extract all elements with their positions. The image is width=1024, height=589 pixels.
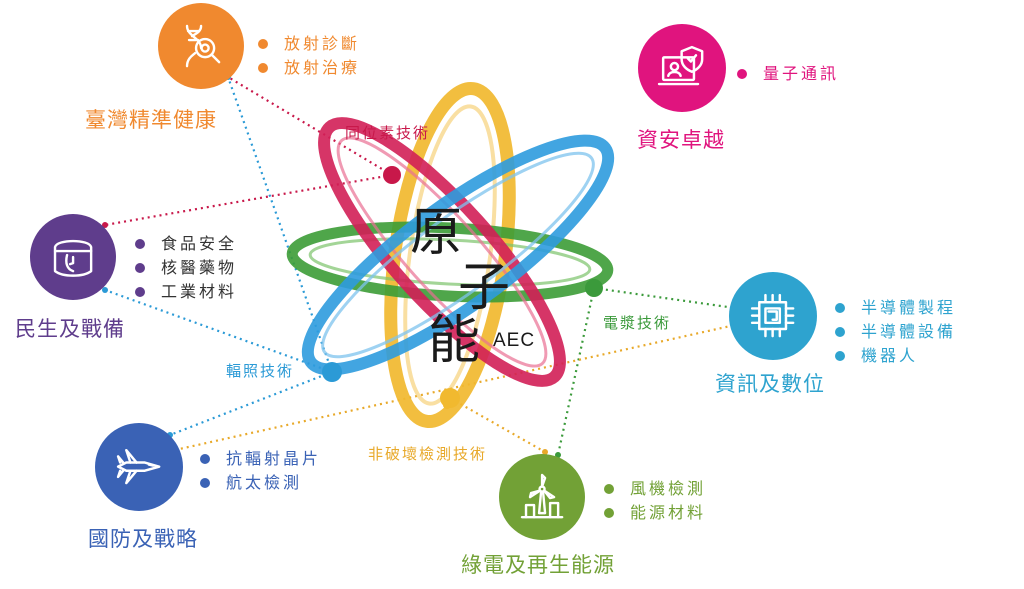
endpoint-dot	[542, 449, 548, 455]
list-item: 半導體設備	[835, 320, 956, 344]
bullet-dot	[604, 484, 614, 494]
item-label: 放射診斷	[284, 34, 361, 53]
domain-circle-health	[158, 3, 244, 89]
orbit-green	[286, 221, 614, 303]
orbit-yellow-inner	[403, 104, 497, 406]
wind-turbine-icon	[520, 473, 564, 519]
list-item: 航太檢測	[200, 471, 321, 495]
link-plasma-green	[556, 287, 596, 456]
face-shield-icon	[53, 239, 93, 277]
endpoint-dot	[102, 287, 108, 293]
list-item: 食品安全	[135, 232, 237, 256]
bullet-dot	[604, 508, 614, 518]
chip-icon	[751, 294, 795, 338]
link-isotope-health	[227, 76, 393, 176]
item-label: 核醫藥物	[161, 258, 238, 277]
domain-items-livelihood: 食品安全 核醫藥物 工業材料	[135, 232, 237, 304]
dna-magnifier-icon	[185, 24, 221, 68]
orbit-blue-inner	[321, 151, 595, 359]
domain-title-digital: 資訊及數位	[715, 372, 825, 396]
bullet-dot	[258, 39, 268, 49]
bullet-dot	[135, 287, 145, 297]
list-item: 機器人	[835, 344, 956, 368]
bullet-dot	[835, 351, 845, 361]
list-item: 風機檢測	[604, 477, 706, 501]
item-label: 機器人	[861, 346, 919, 365]
domain-items-defense: 抗輻射晶片 航太檢測	[200, 447, 321, 495]
node-isotope	[383, 166, 401, 184]
orbit-green-inner	[308, 237, 592, 287]
security-monitor-icon	[658, 46, 704, 86]
domain-circle-digital	[729, 272, 817, 360]
link-ndt-green	[449, 397, 546, 453]
item-label: 風機檢測	[630, 479, 707, 498]
domain-circle-security	[638, 24, 726, 112]
domain-title-livelihood: 民生及戰備	[15, 317, 125, 341]
item-label: 食品安全	[161, 234, 238, 253]
item-label: 能源材料	[630, 503, 707, 522]
bullet-dot	[835, 327, 845, 337]
list-item: 能源材料	[604, 501, 706, 525]
list-item: 量子通訊	[737, 62, 839, 86]
bullet-dot	[135, 263, 145, 273]
item-label: 放射治療	[284, 58, 361, 77]
domain-title-green: 綠電及再生能源	[461, 553, 615, 577]
item-label: 航太檢測	[226, 473, 303, 492]
domain-items-green: 風機檢測 能源材料	[604, 477, 706, 525]
bullet-dot	[737, 69, 747, 79]
item-label: 工業材料	[161, 282, 238, 301]
core-abbr: AEC	[493, 330, 536, 351]
list-item: 工業材料	[135, 280, 237, 304]
tech-label-irradiation: 輻照技術	[226, 362, 295, 380]
domain-title-security: 資安卓越	[637, 128, 725, 152]
link-isotope-livelihood	[104, 173, 393, 227]
domain-circle-defense	[95, 423, 183, 511]
core-char-3: 能	[428, 311, 481, 371]
orbit-blue	[301, 134, 615, 376]
domain-items-security: 量子通訊	[737, 62, 839, 86]
link-irradiation-health	[226, 76, 334, 373]
list-item: 核醫藥物	[135, 256, 237, 280]
core-char-2: 子	[458, 258, 511, 318]
list-item: 放射治療	[258, 56, 360, 80]
link-irradiation-defense	[169, 370, 333, 437]
tech-label-isotope: 同位素技術	[345, 124, 431, 142]
core-char-1: 原	[410, 203, 463, 263]
orbit-red-inner	[336, 136, 548, 368]
domain-items-health: 放射診斷 放射治療	[258, 32, 360, 80]
node-plasma	[585, 279, 603, 297]
domain-items-digital: 半導體製程 半導體設備 機器人	[835, 296, 956, 368]
tech-label-ndt: 非破壞檢測技術	[368, 445, 488, 463]
bullet-dot	[835, 303, 845, 313]
fighter-jet-icon	[117, 449, 161, 485]
bullet-dot	[258, 63, 268, 73]
domain-title-health: 臺灣精準健康	[85, 108, 217, 132]
node-ndt-dot	[443, 401, 451, 409]
link-plasma-digital	[593, 286, 736, 310]
item-label: 半導體製程	[861, 298, 957, 317]
bullet-dot	[200, 478, 210, 488]
node-irradiation	[322, 362, 342, 382]
link-irradiation-livelihood	[104, 288, 333, 374]
item-label: 半導體設備	[861, 322, 957, 341]
list-item: 半導體製程	[835, 296, 956, 320]
tech-label-plasma: 電漿技術	[603, 314, 672, 332]
bullet-dot	[135, 239, 145, 249]
domain-title-defense: 國防及戰略	[88, 527, 198, 551]
atom-logo	[286, 81, 615, 429]
list-item: 放射診斷	[258, 32, 360, 56]
bullet-dot	[200, 454, 210, 464]
list-item: 抗輻射晶片	[200, 447, 321, 471]
domain-circle-green	[499, 454, 585, 540]
orbit-red	[318, 117, 566, 387]
item-label: 抗輻射晶片	[226, 449, 322, 468]
domain-circle-livelihood	[30, 214, 116, 300]
item-label: 量子通訊	[763, 64, 840, 83]
